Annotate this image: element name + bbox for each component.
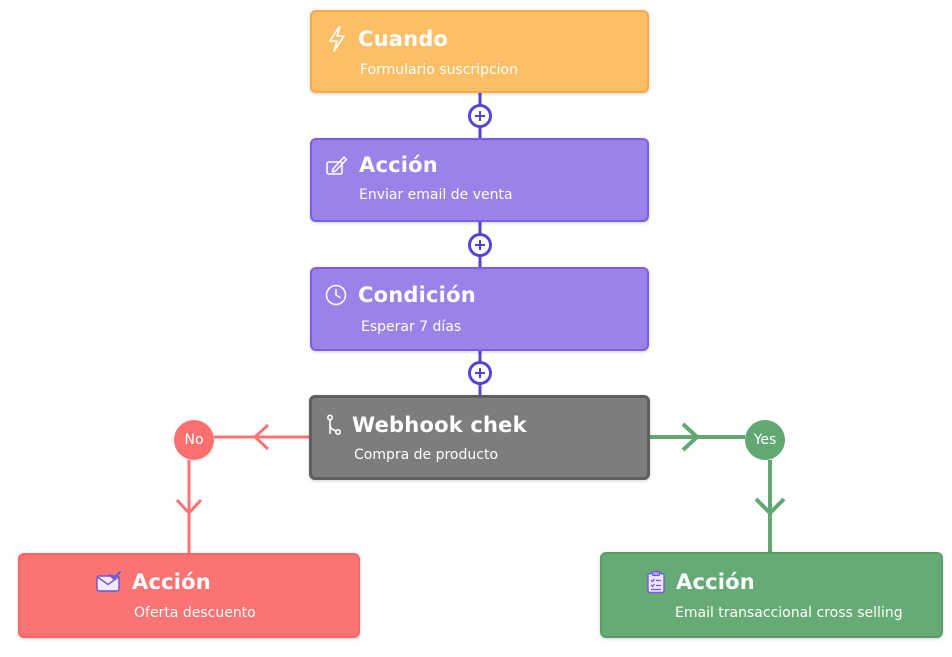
action-no-title: Acción (132, 570, 211, 594)
action-email-subtitle: Enviar email de venta (359, 187, 513, 203)
condition-title-row: Condición (324, 283, 476, 307)
webhook-subtitle: Compra de producto (354, 447, 499, 463)
edit-icon (325, 153, 349, 177)
clock-icon (324, 283, 348, 307)
trigger-subtitle: Formulario suscripcion (360, 62, 518, 78)
action-email-title: Acción (359, 153, 438, 177)
webhook-title: Webhook chek (352, 413, 527, 437)
no-branch-badge: No (174, 420, 214, 460)
action-email-node[interactable]: Acción Enviar email de venta (310, 138, 649, 222)
trigger-node[interactable]: Cuando Formulario suscripcion (310, 10, 649, 93)
lightning-icon (326, 25, 348, 53)
condition-subtitle: Esperar 7 días (361, 319, 462, 335)
add-step-button[interactable] (468, 361, 492, 385)
action-no-node[interactable]: Acción Oferta descuento (18, 553, 360, 638)
arrow-no-down (175, 498, 203, 515)
action-yes-node[interactable]: Acción Email transaccional cross selling (600, 552, 943, 638)
add-step-button[interactable] (468, 233, 492, 257)
action-yes-subtitle: Email transaccional cross selling (675, 605, 903, 621)
action-no-subtitle: Oferta descuento (134, 605, 256, 621)
mail-check-icon (96, 571, 122, 593)
action-no-title-row: Acción (96, 570, 211, 594)
trigger-title-row: Cuando (326, 25, 448, 53)
action-email-title-row: Acción (325, 153, 438, 177)
arrow-no-left (253, 423, 270, 451)
condition-title: Condición (358, 283, 476, 307)
webhook-node[interactable]: Webhook chek Compra de producto (309, 395, 650, 480)
condition-node[interactable]: Condición Esperar 7 días (310, 267, 649, 351)
yes-branch-badge: Yes (745, 420, 785, 460)
action-yes-title-row: Acción (646, 570, 755, 594)
clipboard-list-icon (646, 570, 666, 594)
add-step-button[interactable] (468, 104, 492, 128)
arrow-yes-right (681, 422, 699, 452)
arrow-yes-down (754, 497, 786, 515)
webhook-title-row: Webhook chek (326, 413, 527, 437)
branch-icon (326, 414, 342, 436)
action-yes-title: Acción (676, 570, 755, 594)
trigger-title: Cuando (358, 27, 449, 51)
